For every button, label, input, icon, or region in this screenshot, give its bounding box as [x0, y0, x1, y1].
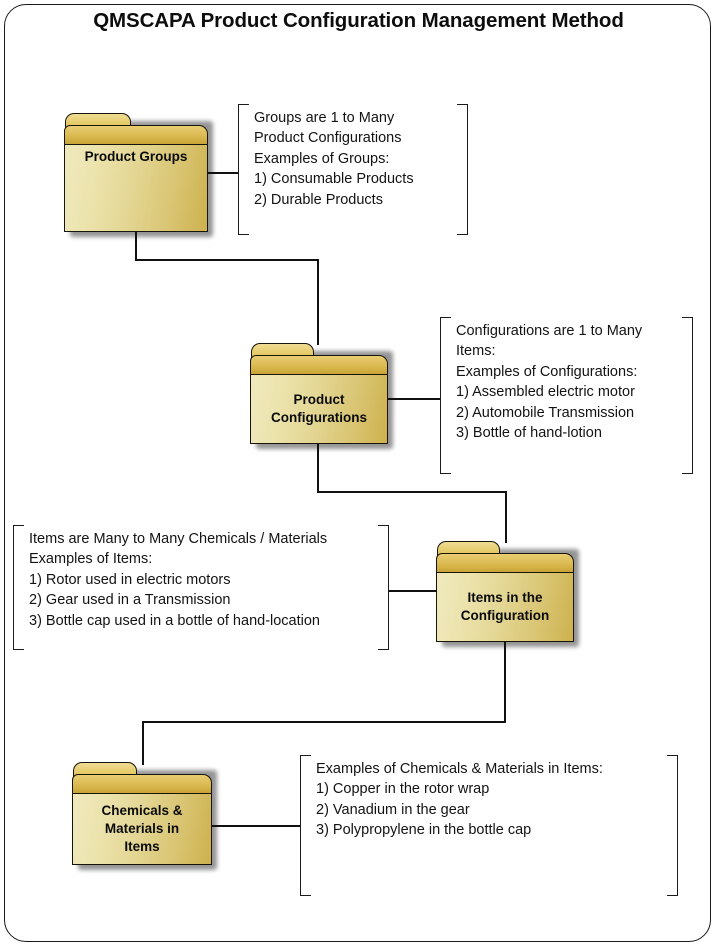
connector-configurations-note — [388, 398, 441, 400]
note-line: 2) Durable Products — [254, 191, 383, 208]
note-product-configurations: Configurations are 1 to Many Items: Exam… — [440, 317, 693, 474]
folder-items-in-the-configuration[interactable]: Items in the Configuration — [436, 541, 579, 647]
folder-label-line: Items in the — [467, 590, 543, 606]
folder-product-configurations[interactable]: Product Configurations — [250, 343, 393, 449]
folder-band-icon — [64, 125, 208, 144]
folder-product-groups[interactable]: Product Groups — [64, 113, 213, 237]
bracket-left — [440, 317, 451, 474]
note-line: 1) Assembled electric motor — [456, 384, 635, 401]
note-line: 1) Consumable Products — [254, 171, 414, 188]
note-lines: Groups are 1 to Many Product Configurati… — [254, 108, 454, 210]
folder-label-line: Chemicals & — [101, 803, 183, 819]
note-line: Items are Many to Many Chemicals / Mater… — [29, 531, 328, 547]
note-line: 3) Polypropylene in the bottle cap — [316, 822, 532, 839]
bracket-left — [238, 104, 249, 235]
folder-label-line: Product Groups — [84, 149, 188, 164]
connector-items-across — [142, 721, 506, 723]
folder-band-icon — [436, 553, 574, 572]
bracket-right — [457, 104, 468, 235]
note-line: Examples of Chemicals & Materials in Ite… — [316, 761, 603, 777]
bracket-left — [13, 525, 24, 650]
note-line: 2) Vanadium in the gear — [316, 801, 470, 818]
folder-body: Product Groups — [64, 144, 208, 232]
folder-label: Chemicals & Materials in Items — [96, 802, 187, 855]
connector-items-down — [504, 642, 506, 722]
folder-label: Product Groups — [80, 148, 193, 166]
note-line: 1) Copper in the rotor wrap — [316, 781, 490, 798]
note-line: Product Configurations — [254, 130, 402, 147]
folder-label-line: Configuration — [460, 608, 550, 623]
note-line: 2) Automobile Transmission — [456, 404, 635, 421]
note-line: Examples of Items: — [29, 551, 153, 568]
note-line: Groups are 1 to Many — [254, 110, 395, 126]
folder-label-line: Materials in — [104, 821, 180, 837]
note-line: 1) Rotor used in electric motors — [29, 571, 231, 588]
note-lines: Configurations are 1 to Many Items: Exam… — [456, 321, 679, 443]
bracket-right — [378, 525, 389, 650]
connector-into-chemicals — [142, 721, 144, 765]
folder-body: Items in the Configuration — [436, 572, 574, 642]
connector-chemicals-note — [212, 825, 301, 827]
note-line: Configurations are 1 to Many — [456, 323, 643, 339]
folder-body: Product Configurations — [250, 374, 388, 444]
note-line: Items: — [456, 343, 496, 360]
folder-body: Chemicals & Materials in Items — [72, 793, 212, 865]
folder-label-line: Items — [124, 838, 160, 854]
folder-band-icon — [250, 355, 388, 374]
folder-chemicals-materials-in-items[interactable]: Chemicals & Materials in Items — [72, 762, 217, 870]
note-items-in-configuration: Items are Many to Many Chemicals / Mater… — [13, 525, 389, 650]
note-line: 3) Bottle cap used in a bottle of hand-l… — [29, 612, 320, 629]
note-line: 2) Gear used in a Transmission — [29, 592, 231, 609]
connector-into-configurations — [317, 259, 319, 345]
bracket-right — [682, 317, 693, 474]
connector-groups-note — [208, 172, 239, 174]
bracket-left — [300, 755, 311, 896]
note-lines: Examples of Chemicals & Materials in Ite… — [316, 759, 664, 841]
note-line: Examples of Groups: — [254, 150, 390, 167]
note-lines: Items are Many to Many Chemicals / Mater… — [29, 529, 375, 631]
note-chemicals-materials: Examples of Chemicals & Materials in Ite… — [300, 755, 678, 896]
folder-band-icon — [72, 774, 212, 793]
folder-label-line: Configurations — [271, 410, 367, 425]
connector-items-note — [389, 590, 437, 592]
connector-configurations-across — [317, 491, 507, 493]
connector-groups-down — [135, 232, 137, 260]
page-title: QMSCAPA Product Configuration Management… — [93, 9, 624, 32]
connector-groups-across — [135, 259, 319, 261]
folder-label-line: Product — [293, 392, 345, 408]
note-line: 3) Bottle of hand-lotion — [456, 425, 602, 442]
note-line: Examples of Configurations: — [456, 363, 638, 380]
bracket-right — [667, 755, 678, 896]
folder-label: Items in the Configuration — [456, 589, 554, 625]
folder-label: Product Configurations — [266, 391, 372, 427]
note-product-groups: Groups are 1 to Many Product Configurati… — [238, 104, 468, 235]
connector-configurations-down — [317, 444, 319, 492]
connector-into-items — [505, 491, 507, 543]
